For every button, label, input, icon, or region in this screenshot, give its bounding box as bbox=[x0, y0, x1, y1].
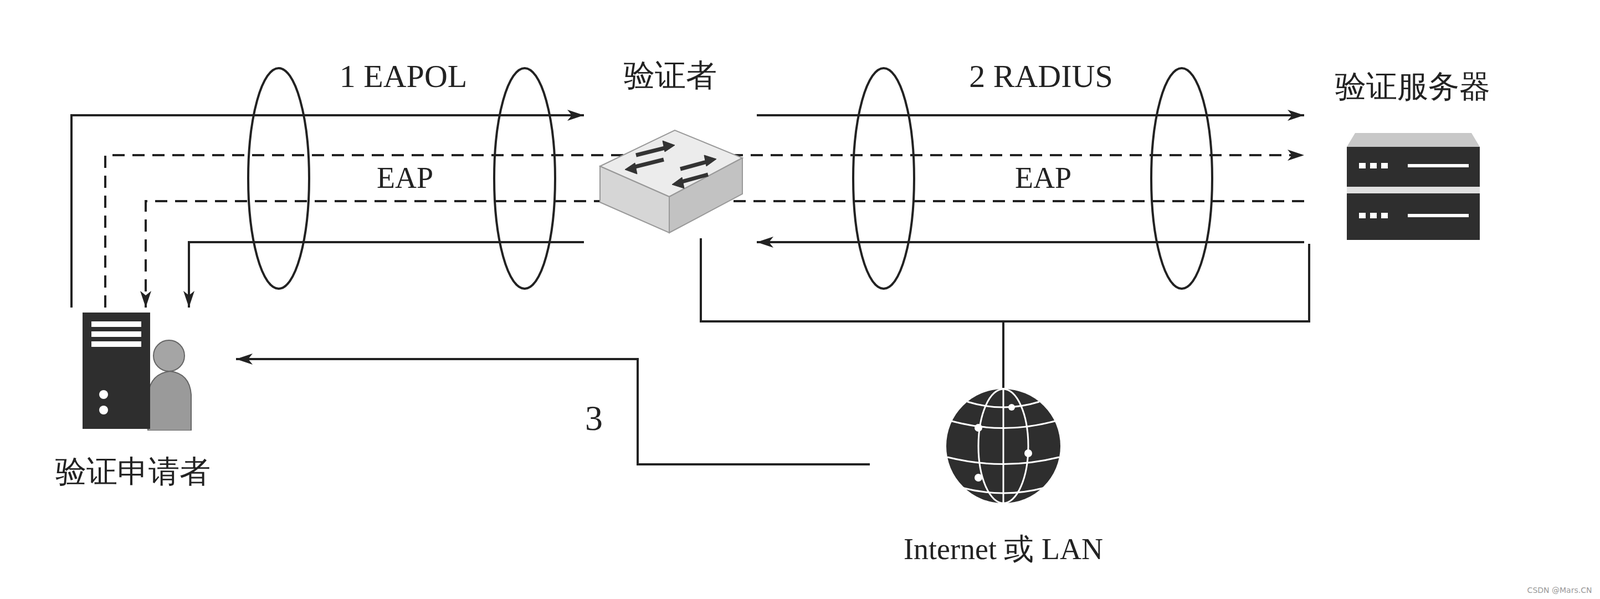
auth-server-node: 验证服务器 bbox=[1304, 60, 1522, 244]
eap-dashed-arrow bbox=[145, 201, 1305, 308]
protocol-ellipse bbox=[1151, 68, 1213, 289]
flow-arrow bbox=[1003, 243, 1310, 388]
edge-label: 3 bbox=[585, 398, 603, 438]
edge-label: 2 RADIUS bbox=[968, 58, 1113, 95]
node-icon bbox=[1346, 132, 1480, 243]
network-node: Internet 或 LAN bbox=[869, 387, 1137, 571]
flow-arrow bbox=[188, 242, 584, 308]
flow-arrow bbox=[236, 359, 870, 465]
protocol-ellipse bbox=[853, 68, 915, 289]
flow-arrow bbox=[756, 240, 1305, 244]
flow-arrow bbox=[71, 115, 584, 308]
node-icon bbox=[81, 311, 193, 433]
flow-arrow bbox=[756, 114, 1305, 117]
node-label: Internet 或 LAN bbox=[869, 532, 1137, 566]
edge-label: 1 EAPOL bbox=[339, 58, 468, 95]
protocol-ellipse bbox=[494, 68, 556, 289]
node-icon bbox=[945, 387, 1062, 507]
node-label: 验证者 bbox=[583, 58, 757, 93]
flow-arrow bbox=[700, 238, 1004, 388]
protocol-label: EAP bbox=[376, 161, 434, 195]
protocol-ellipse bbox=[248, 68, 310, 289]
watermark: CSDN @Mars.CN bbox=[1527, 586, 1593, 595]
node-label: 验证申请者 bbox=[29, 454, 237, 489]
supplicant-node: 验证申请者 bbox=[29, 307, 237, 491]
protocol-label: EAP bbox=[1014, 161, 1072, 195]
eap-dashed-arrow bbox=[105, 155, 1305, 308]
node-label: 验证服务器 bbox=[1304, 69, 1522, 104]
node-icon bbox=[597, 127, 746, 238]
authenticator-node: 验证者 bbox=[583, 52, 757, 239]
